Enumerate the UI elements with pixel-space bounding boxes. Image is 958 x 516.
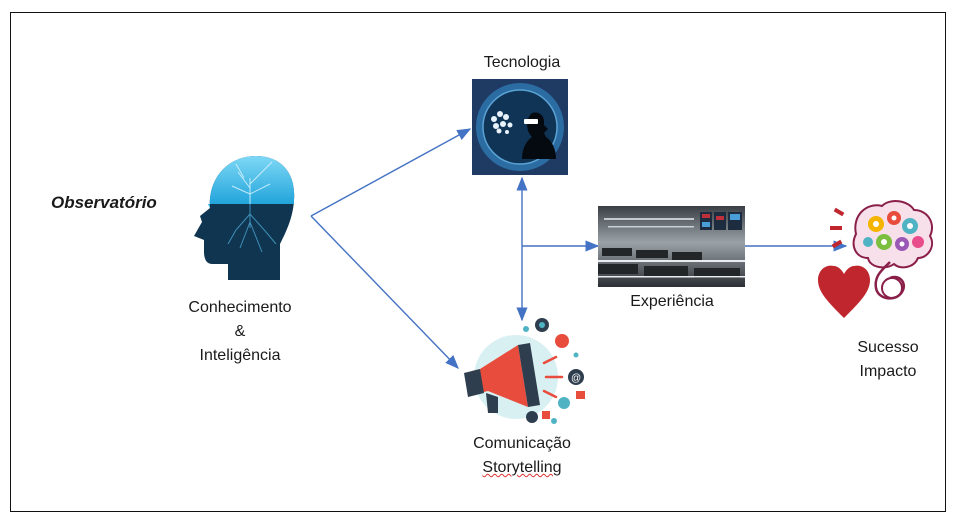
knowledge-label: Conhecimento & Inteligência [178,296,302,368]
knowledge-label-line1: Conhecimento [188,299,292,316]
technology-label: Tecnologia [483,54,561,71]
brain-heart-icon [818,200,934,318]
communication-label: Comunicação Storytelling [452,432,592,480]
megaphone-icon: @ [464,318,585,424]
communication-label-line1: Comunicação [473,435,571,452]
technology-vr-icon [472,79,568,175]
svg-text:@: @ [571,373,581,384]
control-room-image [598,206,745,287]
knowledge-label-line3: Inteligência [199,347,281,364]
success-label-line1: Sucesso [857,339,919,356]
experience-label: Experiência [630,293,714,310]
arrow-knowledge-to-communication [310,215,459,370]
knowledge-label-line2: & [234,323,246,340]
diagram-title: Observatório [51,193,157,212]
communication-label-line2: Storytelling [482,459,562,476]
success-label-line2: Impacto [859,363,917,380]
brain-head-icon [194,156,295,280]
success-label: Sucesso Impacto [838,336,938,384]
arrow-knowledge-to-technology [310,128,472,217]
